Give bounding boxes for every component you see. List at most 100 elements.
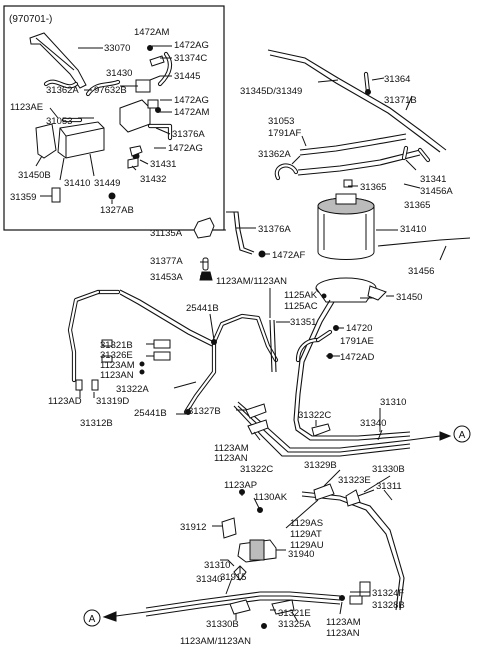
part-label-l15: 31431 [150, 159, 176, 170]
part-label-l29: 31365 [360, 182, 386, 193]
bracket-31450B [35, 123, 57, 159]
valve-31135A [193, 217, 215, 239]
leaders-main [79, 77, 447, 623]
part-label-l39: 1123AM/1123AN [216, 276, 287, 287]
part-label-l51: 1472AD [340, 352, 374, 363]
part-label-l49: 1123AM [100, 360, 135, 371]
part-label-l68: 1123AP [224, 480, 257, 491]
part-label-l40: 1125AK [284, 290, 318, 301]
part-label-l04: 31374C [174, 53, 207, 64]
part-label-l42: 31450 [396, 292, 422, 303]
canister-small [57, 121, 105, 159]
part-label-l57: 31322C [298, 410, 331, 421]
part-label-l48: 31326E [100, 350, 133, 361]
part-label-l31: 31365 [404, 200, 430, 211]
part-label-l66: 31323E [338, 475, 371, 486]
part-label-l01: 33070 [104, 43, 130, 54]
callout-labels: 33070 1472AM 1472AG 31374C 31430 31445 31362A 9… [10, 27, 453, 647]
part-label-l80: 31321E [278, 608, 311, 619]
part-label-l13: 31376A [172, 129, 205, 140]
part-label-l81: 31330B [206, 619, 239, 630]
part-label-l08: 97632B [94, 85, 127, 96]
part-label-l16: 31450B [18, 170, 51, 181]
bottom-parts [221, 489, 371, 629]
part-label-l56: 31327B [188, 406, 221, 417]
part-label-l43: 25441B [186, 303, 219, 314]
part-label-l71: 1129AS [290, 518, 323, 529]
part-label-l69: 1130AK [254, 492, 288, 503]
part-label-l36: 31377A [150, 256, 183, 267]
part-label-l07: 31362A [46, 85, 79, 96]
part-label-l26: 1791AF [268, 128, 301, 139]
part-label-l02: 1472AM [134, 27, 169, 38]
part-label-l47: 31321B [100, 340, 133, 351]
part-label-l45: 14720 [346, 323, 372, 334]
part-label-l32: 31135A [150, 228, 183, 239]
bracket-31912 [221, 517, 237, 539]
ref-right-label: A [459, 430, 466, 441]
part-label-l25: 31053 [268, 116, 294, 127]
part-label-l82: 31325A [278, 619, 311, 630]
part-label-l18: 31449 [94, 178, 120, 189]
part-label-l28: 31341 [420, 174, 446, 185]
bracket-33070 [29, 32, 87, 89]
part-label-l85: 1123AM/1123AN [180, 636, 251, 647]
part-label-l63: 31322C [240, 464, 273, 475]
part-label-l23: 31345D/31349 [240, 86, 302, 97]
part-label-l67: 31311 [376, 481, 402, 492]
canister-main [317, 193, 375, 260]
part-label-l77: 31340 [196, 574, 222, 585]
part-label-l22: 31364 [384, 74, 410, 85]
part-label-l20: 31359 [10, 192, 36, 203]
part-label-l60: 31312B [80, 418, 113, 429]
part-label-l03: 1472AG [174, 40, 209, 51]
part-label-l52: 31322A [116, 384, 149, 395]
part-label-l38: 31453A [150, 272, 183, 283]
part-label-l14: 1472AG [168, 143, 203, 154]
inset-box: (970701-) [3, 5, 225, 231]
part-label-l21: 1327AB [100, 205, 134, 216]
part-label-l50: 1123AN [100, 370, 134, 381]
valve-31430 [119, 99, 151, 133]
inset-parts [29, 32, 173, 203]
part-label-l10: 1123AE [10, 102, 43, 113]
part-label-l19: 31432 [140, 174, 166, 185]
part-label-l76: 31915 [220, 572, 246, 583]
part-label-l58: 31310 [380, 397, 406, 408]
part-label-l75: 31310 [204, 560, 230, 571]
part-label-l79: 31328B [372, 600, 405, 611]
connector-31359 [51, 187, 61, 203]
part-label-l06: 31445 [174, 71, 200, 82]
ref-left-label: A [89, 614, 96, 625]
ref-marker-left: A [83, 609, 147, 627]
part-label-l46: 1791AE [340, 336, 374, 347]
part-label-l64: 31329B [304, 460, 337, 471]
middle-hoses [67, 289, 411, 441]
ref-marker-right: A [409, 425, 471, 443]
part-label-l55: 25441B [134, 408, 167, 419]
part-label-l27: 31362A [258, 149, 291, 160]
part-label-l70: 31912 [180, 522, 206, 533]
part-label-l41: 1125AC [284, 301, 318, 312]
part-label-l24: 31371B [384, 95, 417, 106]
upper-pipes [267, 49, 447, 188]
part-label-l05: 31430 [106, 68, 132, 79]
part-label-l17: 31410 [64, 178, 90, 189]
part-label-l11: 1472AM [174, 107, 209, 118]
clamps-mid [75, 339, 361, 507]
part-label-l78: 31324F [372, 588, 404, 599]
part-label-l44: 31351 [290, 317, 316, 328]
part-label-l12: 31053 [46, 116, 72, 127]
part-label-l59: 31340 [360, 418, 386, 429]
inset-code: (970701-) [9, 14, 52, 25]
part-label-l74: 31940 [288, 549, 314, 560]
part-label-l35: 1472AF [272, 250, 305, 261]
part-label-l54: 31319D [96, 396, 129, 407]
part-label-l61: 1123AM [214, 443, 249, 454]
part-label-l84: 1123AN [326, 628, 360, 639]
clip-1327AB [108, 192, 116, 200]
part-label-l62: 1123AN [214, 453, 248, 464]
part-label-l34: 31410 [400, 224, 426, 235]
rod-31456 [377, 237, 471, 247]
